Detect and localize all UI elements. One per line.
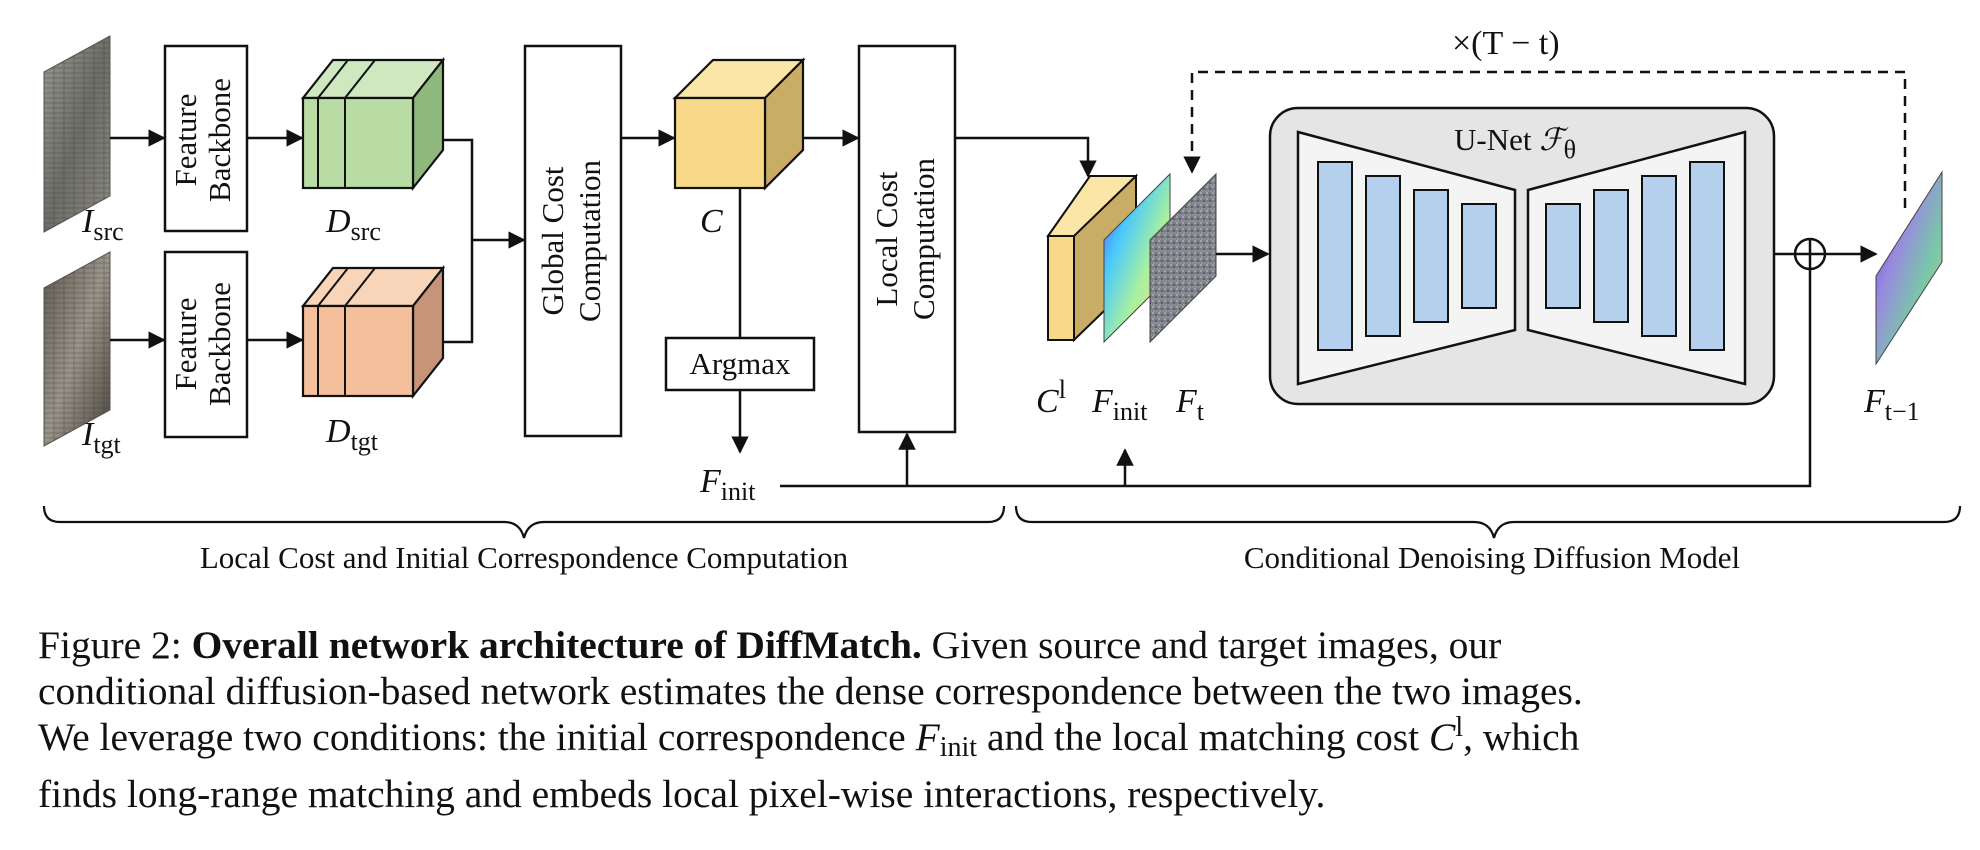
denoised-flow-label: Ft−1 [1863, 383, 1920, 426]
descriptor-merge-line [443, 138, 474, 344]
source-image-label: Isrc [81, 203, 124, 246]
cost-volume-label: C [700, 203, 723, 240]
denoising-loop-arrow [1183, 70, 1907, 208]
target-descriptor-cube [300, 264, 446, 400]
source-descriptor-label: Dsrc [325, 203, 381, 246]
initial-flow-label: Finit [1091, 383, 1148, 426]
svg-text:Local Cost: Local Cost [869, 171, 904, 307]
svg-text:Argmax: Argmax [689, 346, 791, 381]
figure-caption: Figure 2: Overall network architecture o… [38, 622, 1968, 817]
unet-label: U-Net ℱθ [1454, 122, 1576, 164]
caption-line-3-b: and the local matching cost [977, 715, 1429, 759]
target-image-label: Itgt [81, 416, 122, 459]
svg-text:Backbone: Backbone [202, 78, 237, 202]
local-cost-computation-block: Local Cost Computation [857, 44, 957, 434]
arrow-local-to-cl [955, 136, 1097, 178]
svg-text:Feature: Feature [168, 94, 203, 187]
right-section-brace [1014, 505, 1962, 539]
sum-operator-icon [1793, 237, 1827, 271]
svg-text:Global Cost: Global Cost [535, 166, 570, 315]
caption-line-3-a: We leverage two conditions: the initial … [38, 715, 916, 759]
finit-condition-line [780, 268, 1812, 488]
left-section-brace [42, 505, 1006, 539]
cost-volume-cube [672, 57, 806, 191]
target-image-thumbnail [43, 251, 111, 447]
initial-correspondence-label: Finit [699, 463, 756, 506]
caption-line-2: conditional diffusion-based network esti… [38, 669, 1583, 713]
caption-title: Overall network architecture of DiffMatc… [191, 623, 922, 667]
noisy-flow-label: Ft [1175, 383, 1205, 426]
argmax-block: Argmax [664, 336, 816, 392]
right-section-label: Conditional Denoising Diffusion Model [1244, 540, 1740, 575]
target-descriptor-label: Dtgt [325, 413, 379, 456]
unet-block [1268, 106, 1776, 406]
caption-symbol-c: C [1429, 715, 1456, 759]
caption-line-4: finds long-range matching and embeds loc… [38, 772, 1326, 816]
loop-count-label: ×(T − t) [1452, 25, 1560, 62]
svg-text:Computation: Computation [906, 158, 941, 320]
caption-line-1: Figure 2: Overall network architecture o… [38, 622, 1968, 668]
feature-backbone-src: Feature Backbone [163, 44, 249, 233]
caption-line-3: We leverage two conditions: the initial … [38, 714, 1968, 771]
caption-line-1-rest: Given source and target images, our [921, 623, 1502, 667]
source-image-thumbnail [43, 35, 111, 233]
svg-text:Computation: Computation [572, 160, 607, 322]
caption-symbol-f-sub: init [939, 732, 978, 763]
feature-backbone-tgt: Feature Backbone [163, 250, 249, 439]
local-cost-volume-label: Cl [1036, 375, 1066, 420]
global-cost-computation-block: Global Cost Computation [523, 44, 623, 438]
figure-number: Figure 2: [38, 623, 192, 667]
svg-text:Backbone: Backbone [202, 282, 237, 406]
caption-symbol-c-sup: l [1455, 712, 1464, 743]
left-section-label: Local Cost and Initial Correspondence Co… [200, 540, 849, 575]
noisy-flow-map [1149, 172, 1217, 344]
denoised-flow-map [1875, 170, 1943, 366]
caption-line-3-c: , which [1463, 715, 1580, 759]
source-descriptor-cube [300, 56, 446, 192]
caption-symbol-f: F [915, 715, 940, 759]
svg-text:Feature: Feature [168, 298, 203, 391]
local-cost-volume-slab [1046, 173, 1138, 343]
